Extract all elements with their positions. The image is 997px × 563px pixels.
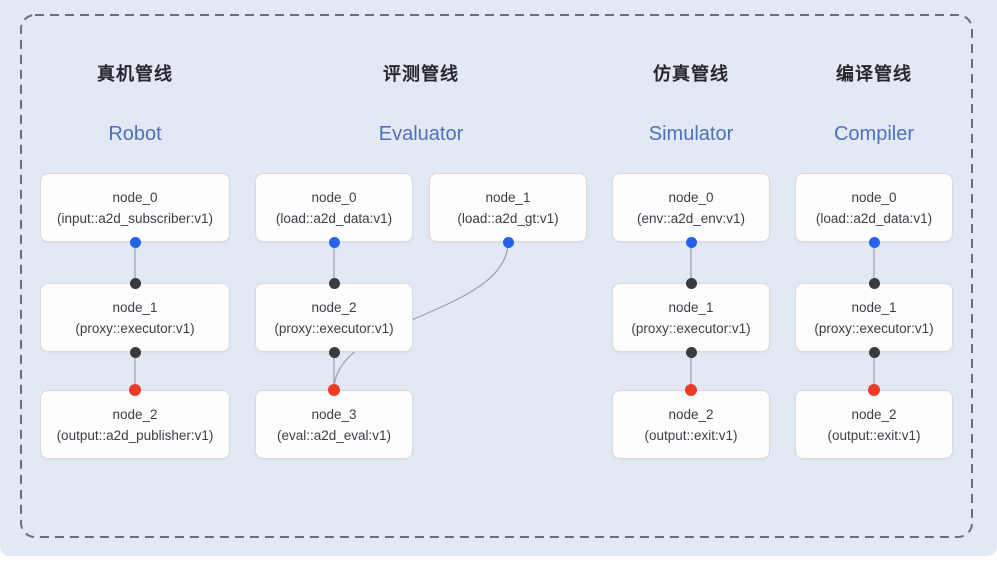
node-box: node_1(proxy::executor:v1) — [795, 283, 953, 352]
node-subtitle: (output::a2d_publisher:v1) — [56, 427, 214, 443]
black-port-dot — [868, 346, 880, 358]
node-title: node_0 — [311, 189, 357, 205]
node-subtitle: (proxy::executor:v1) — [75, 320, 195, 336]
node-subtitle: (load::a2d_gt:v1) — [457, 210, 559, 226]
node-title: node_2 — [311, 299, 357, 315]
pipeline-header-robot: 真机管线 Robot — [35, 62, 235, 148]
node-subtitle: (output::exit:v1) — [644, 427, 738, 443]
black-port-dot — [868, 277, 880, 289]
node-title: node_2 — [668, 406, 714, 422]
node-subtitle: (eval::a2d_eval:v1) — [276, 427, 392, 443]
pipeline-title-en: Simulator — [648, 123, 734, 145]
node-box: node_2(proxy::executor:v1) — [255, 283, 413, 352]
pipeline-title-zh: 编译管线 — [836, 64, 912, 84]
node-subtitle: (output::exit:v1) — [827, 427, 921, 443]
node-subtitle: (env::a2d_env:v1) — [636, 210, 746, 226]
node-box: node_1(proxy::executor:v1) — [40, 283, 230, 352]
node-subtitle: (load::a2d_data:v1) — [815, 210, 933, 226]
pipeline-title-en: Robot — [108, 123, 162, 145]
pipeline-title-zh: 评测管线 — [383, 64, 459, 84]
black-port-dot — [328, 346, 340, 358]
node-title: node_2 — [851, 406, 897, 422]
node-title: node_1 — [485, 189, 531, 205]
node-box: node_2(output::a2d_publisher:v1) — [40, 390, 230, 459]
node-title: node_1 — [851, 299, 897, 315]
black-port-dot — [328, 277, 340, 289]
pipeline-title-en: Evaluator — [378, 123, 464, 145]
pipeline-title-zh: 仿真管线 — [653, 64, 729, 84]
red-port-dot — [685, 384, 697, 396]
pipeline-title-en: Compiler — [833, 123, 915, 145]
black-port-dot — [685, 277, 697, 289]
node-box: node_1(proxy::executor:v1) — [612, 283, 770, 352]
red-port-dot — [328, 384, 340, 396]
pipeline-header-compiler: 编译管线 Compiler — [774, 62, 974, 148]
pipeline-header-simulator: 仿真管线 Simulator — [591, 62, 791, 148]
blue-port-dot — [685, 236, 697, 248]
pipeline-title-zh: 真机管线 — [97, 64, 173, 84]
node-title: node_0 — [668, 189, 714, 205]
red-port-dot — [868, 384, 880, 396]
node-subtitle: (proxy::executor:v1) — [274, 320, 394, 336]
node-box: node_0(load::a2d_data:v1) — [255, 173, 413, 242]
pipeline-header-evaluator: 评测管线 Evaluator — [321, 62, 521, 148]
blue-port-dot — [868, 236, 880, 248]
node-box: node_1(load::a2d_gt:v1) — [429, 173, 587, 242]
node-box: node_3(eval::a2d_eval:v1) — [255, 390, 413, 459]
node-subtitle: (proxy::executor:v1) — [814, 320, 934, 336]
node-box: node_2(output::exit:v1) — [612, 390, 770, 459]
node-box: node_0(input::a2d_subscriber:v1) — [40, 173, 230, 242]
node-box: node_2(output::exit:v1) — [795, 390, 953, 459]
node-box: node_0(load::a2d_data:v1) — [795, 173, 953, 242]
blue-port-dot — [328, 236, 340, 248]
black-port-dot — [685, 346, 697, 358]
node-title: node_3 — [311, 406, 357, 422]
dashed-frame-border — [20, 14, 973, 538]
node-title: node_0 — [851, 189, 897, 205]
node-title: node_0 — [112, 189, 158, 205]
red-port-dot — [129, 384, 141, 396]
black-port-dot — [129, 277, 141, 289]
node-title: node_1 — [112, 299, 158, 315]
node-box: node_0(env::a2d_env:v1) — [612, 173, 770, 242]
node-subtitle: (load::a2d_data:v1) — [275, 210, 393, 226]
node-title: node_2 — [112, 406, 158, 422]
node-subtitle: (proxy::executor:v1) — [631, 320, 751, 336]
blue-port-dot — [502, 236, 514, 248]
black-port-dot — [129, 346, 141, 358]
edge-line — [333, 241, 509, 391]
node-subtitle: (input::a2d_subscriber:v1) — [56, 210, 214, 226]
node-title: node_1 — [668, 299, 714, 315]
blue-port-dot — [129, 236, 141, 248]
